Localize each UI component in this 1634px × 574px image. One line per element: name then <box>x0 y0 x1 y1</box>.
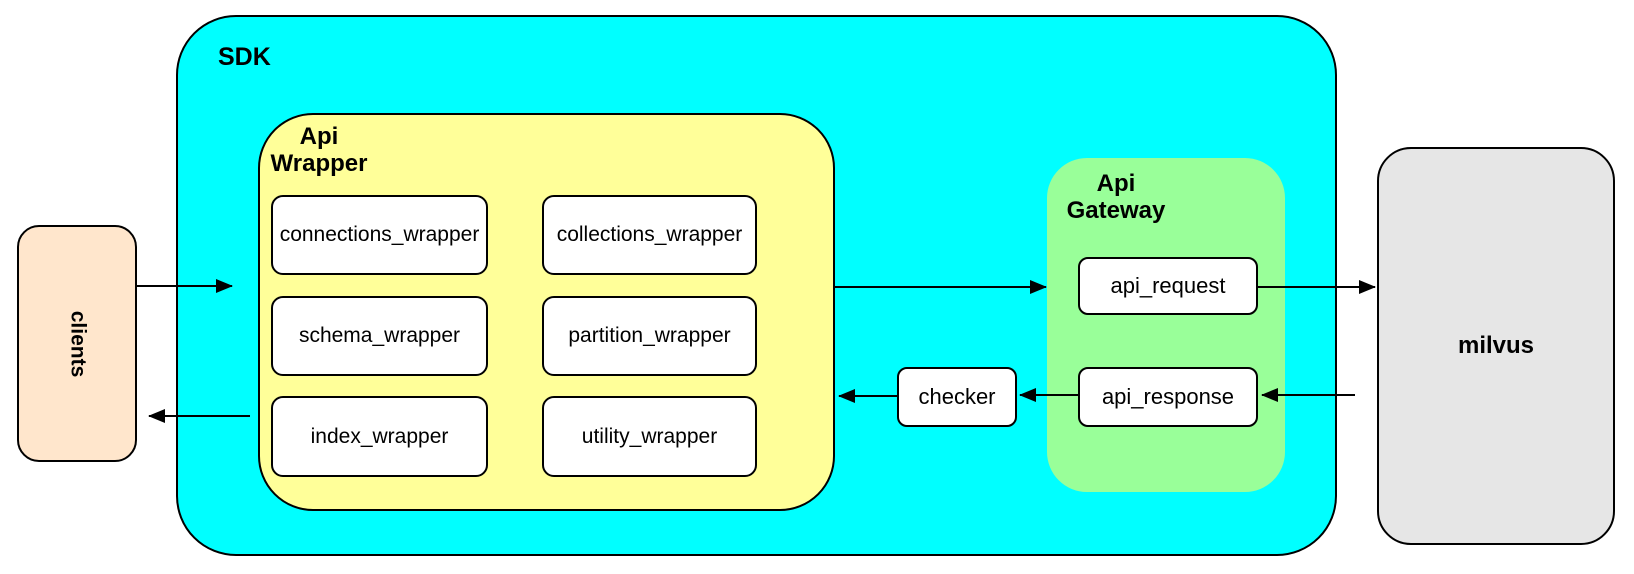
module-index-wrapper: index_wrapper <box>271 396 488 477</box>
api-wrapper-label: Api Wrapper <box>270 123 368 177</box>
node-api-request: api_request <box>1078 257 1258 315</box>
module-label: partition_wrapper <box>568 324 731 347</box>
module-label: utility_wrapper <box>581 424 718 448</box>
sdk-label: SDK <box>218 43 271 71</box>
node-api-response: api_response <box>1078 367 1258 427</box>
api-gateway-container: Api Gateway <box>1047 158 1285 492</box>
clients-box: clients <box>17 225 137 462</box>
module-collections-wrapper: collections_wrapper <box>542 195 757 275</box>
module-label: schema_wrapper <box>298 324 461 347</box>
checker-box: checker <box>897 367 1017 427</box>
module-connections-wrapper: connections_wrapper <box>271 195 488 275</box>
checker-label: checker <box>918 384 996 409</box>
milvus-box: milvus <box>1377 147 1615 545</box>
module-utility-wrapper: utility_wrapper <box>542 396 757 477</box>
clients-label: clients <box>66 310 89 377</box>
module-label: collections_wrapper <box>556 223 743 246</box>
milvus-label: milvus <box>1457 332 1535 359</box>
module-label: index_wrapper <box>310 424 449 448</box>
module-partition-wrapper: partition_wrapper <box>542 296 757 376</box>
module-label: connections_wrapper <box>279 223 480 246</box>
api-gateway-label: Api Gateway <box>1066 170 1166 224</box>
node-label: api_response <box>1101 384 1235 409</box>
node-label: api_request <box>1110 273 1226 298</box>
module-schema-wrapper: schema_wrapper <box>271 296 488 376</box>
